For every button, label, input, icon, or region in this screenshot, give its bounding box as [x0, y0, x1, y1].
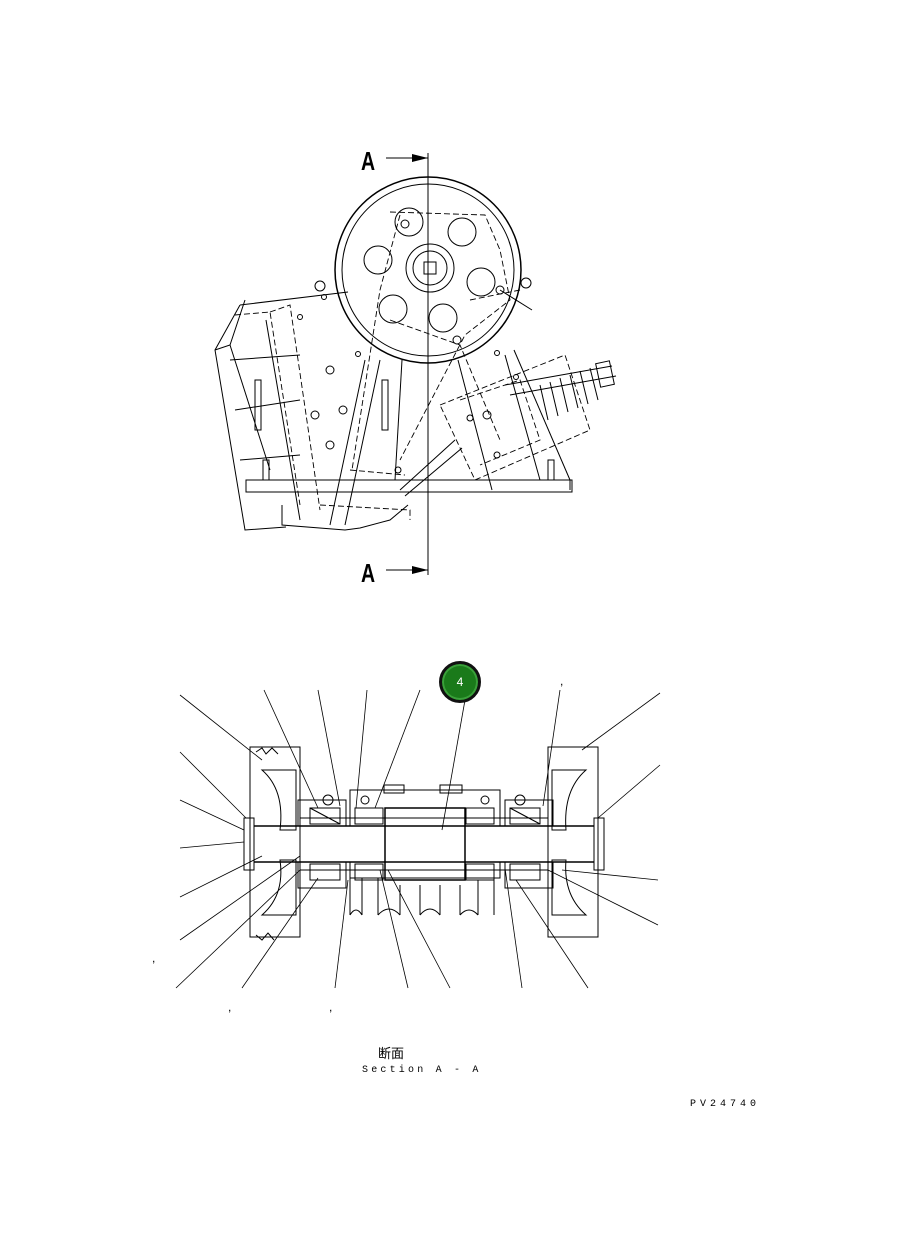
caption-english: Section A - A	[362, 1065, 482, 1076]
stray-comma-4: ,	[329, 1000, 333, 1014]
section-a-a-view	[175, 689, 661, 989]
caption-japanese: 断面	[378, 1047, 405, 1062]
stray-comma-3: ,	[228, 1000, 232, 1014]
section-mark-top: A	[361, 146, 376, 176]
stray-comma-2: ,	[152, 951, 156, 965]
section-mark-bottom: A	[361, 558, 376, 588]
stray-comma-1: ,	[560, 674, 564, 688]
callout-badge[interactable]: 4	[439, 661, 481, 703]
drawing-code: PV24740	[690, 1099, 761, 1110]
crusher-side-view	[214, 153, 617, 575]
